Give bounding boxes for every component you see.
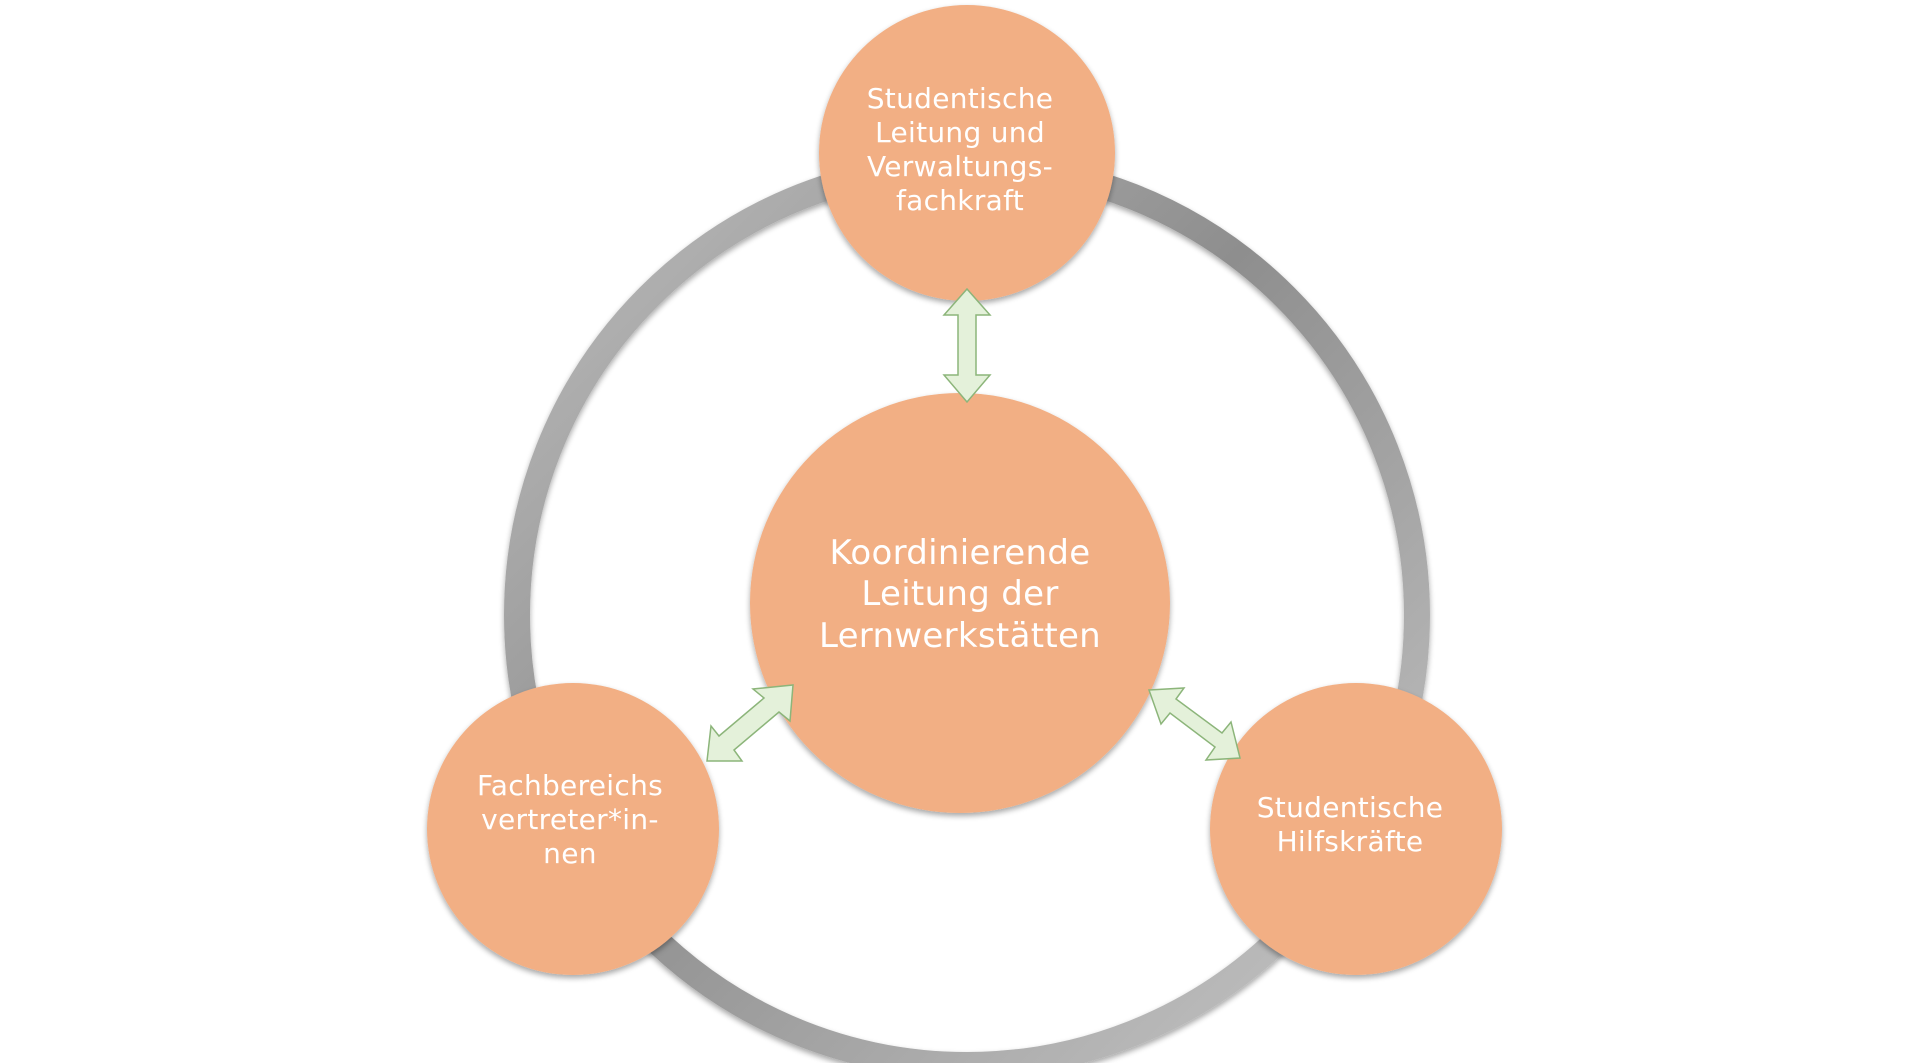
arrow-center-right — [1147, 687, 1241, 761]
node-circle-top — [819, 5, 1115, 301]
arrow-center-left — [706, 684, 794, 762]
node-circle-right — [1210, 683, 1502, 975]
node-circle-left — [427, 683, 719, 975]
arrow-top-center — [942, 287, 992, 404]
node-circle-center — [750, 393, 1170, 813]
